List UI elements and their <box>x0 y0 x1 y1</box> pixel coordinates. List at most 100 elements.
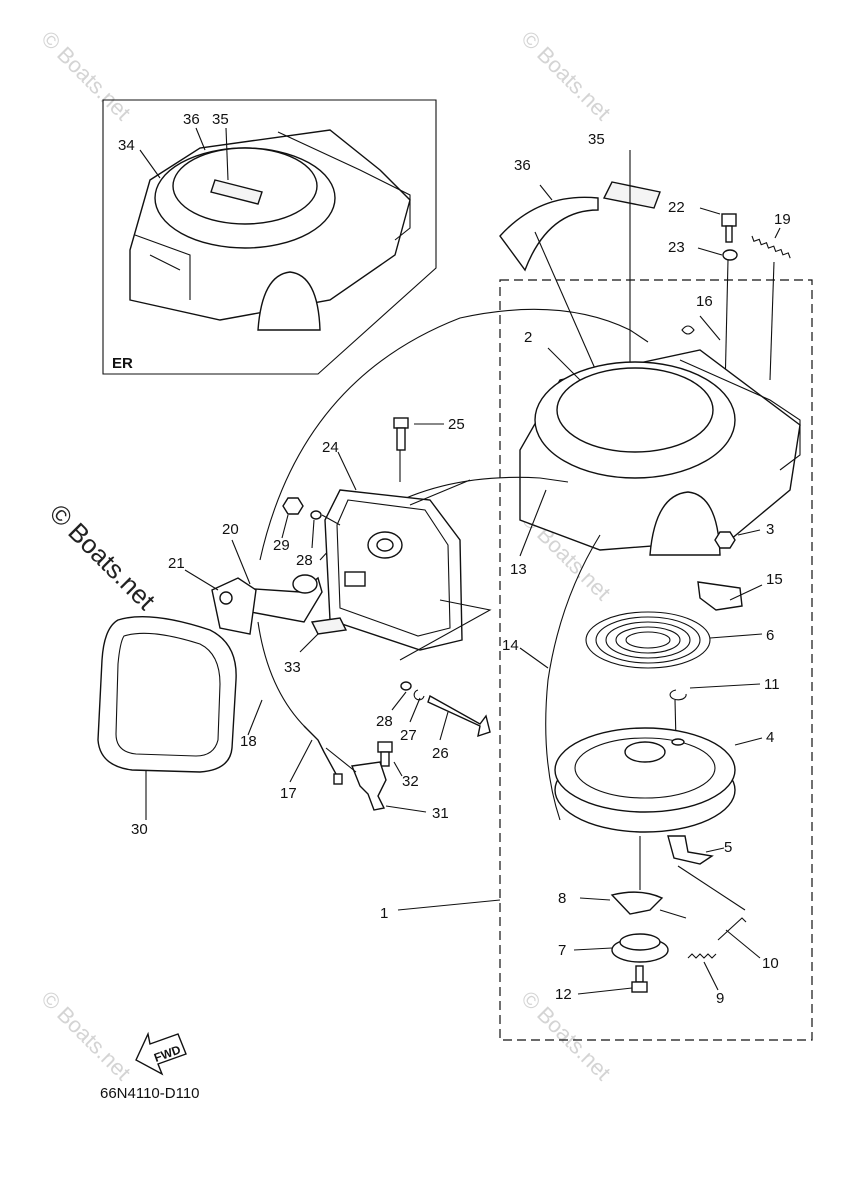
cable-outer-loop <box>259 308 649 561</box>
callout-16: 16 <box>696 293 713 310</box>
inset-er-group: 34 36 35 ER <box>102 99 437 375</box>
callout-9: 9 <box>716 990 724 1007</box>
leader-21 <box>184 569 219 591</box>
part-22-bolt <box>721 213 737 243</box>
callout-30: 30 <box>131 821 148 838</box>
leader-24 <box>337 451 357 491</box>
callout-29: 29 <box>273 537 290 554</box>
part-33-plate <box>310 617 348 635</box>
leader-8 <box>579 897 611 901</box>
part-4-rope-pulley <box>554 727 736 833</box>
callout-15: 15 <box>766 571 783 588</box>
leader-5-down <box>677 865 746 911</box>
part-2-bracket <box>679 359 801 471</box>
leader-23 <box>697 247 723 256</box>
leader-24-lines <box>399 479 492 661</box>
part-23-washer <box>722 249 738 261</box>
callout-33: 33 <box>284 659 301 676</box>
leader-28-top <box>311 519 315 549</box>
leader-7 <box>573 947 613 951</box>
assembly-boundary <box>499 279 813 1041</box>
leader-36-down <box>534 231 601 381</box>
leader-16 <box>699 315 721 341</box>
callout-36: 36 <box>514 157 531 174</box>
callout-21: 21 <box>168 555 185 572</box>
watermark-top-left: © Boats.net <box>36 26 135 125</box>
watermark-dark: © Boats.net <box>44 498 162 616</box>
callout-11: 11 <box>764 676 780 693</box>
leader-29 <box>281 514 289 539</box>
callout-26: 26 <box>432 745 449 762</box>
callout-18: 18 <box>240 733 257 750</box>
leader-32 <box>393 761 403 777</box>
part-25-bolt <box>393 417 409 451</box>
watermark-top-right: © Boats.net <box>516 26 615 125</box>
part-27-clip <box>413 689 425 701</box>
callout-23: 23 <box>668 239 685 256</box>
callout-28-bottom: 28 <box>376 713 393 730</box>
callout-32: 32 <box>402 773 419 790</box>
part-15-stopper <box>697 581 743 611</box>
callout-3: 3 <box>766 521 774 538</box>
callout-35: 35 <box>588 131 605 148</box>
leader-36 <box>539 184 553 201</box>
part-36-seal-strip <box>499 196 599 272</box>
part-31-bracket <box>351 761 387 811</box>
callout-5: 5 <box>724 839 732 856</box>
inset-label-plate <box>210 179 263 205</box>
inset-nose-cone <box>257 271 321 331</box>
part-19-spring <box>751 235 791 259</box>
callout-6: 6 <box>766 627 774 644</box>
leader-28-top-right <box>321 514 341 526</box>
leader-1 <box>397 899 501 911</box>
leader-19 <box>774 227 781 239</box>
leader-17 <box>289 739 313 783</box>
leader-22 <box>699 207 721 215</box>
fwd-arrow-icon: FWD <box>135 1031 187 1076</box>
diagram-code: 66N4110-D110 <box>100 1085 200 1102</box>
callout-35-inset: 35 <box>212 111 229 128</box>
part-5-pawl <box>667 835 714 865</box>
callout-10: 10 <box>762 955 779 972</box>
leader-18 <box>247 699 263 736</box>
callout-27: 27 <box>400 727 417 744</box>
part-3-nut <box>714 531 736 549</box>
callout-1: 1 <box>380 905 388 922</box>
part-2-cover-top <box>556 367 714 453</box>
callout-25: 25 <box>448 416 465 433</box>
leader-33 <box>299 633 319 653</box>
leader-12 <box>577 987 633 995</box>
callout-19: 19 <box>774 211 791 228</box>
inset-frame-lines <box>134 234 191 300</box>
callout-22: 22 <box>668 199 685 216</box>
callout-24: 24 <box>322 439 339 456</box>
leader-13 <box>519 489 547 557</box>
callout-labels: 1 2 3 4 5 6 7 8 9 10 11 12 13 14 15 16 1… <box>131 131 791 1007</box>
inset-frame <box>102 99 437 375</box>
inset-label: ER <box>112 355 133 372</box>
part-35-label <box>602 181 661 209</box>
leader-6 <box>709 633 763 639</box>
part-10-return-rod <box>717 917 747 941</box>
callout-28-top: 28 <box>296 552 313 569</box>
leader-8-right <box>659 909 687 919</box>
leader-26 <box>439 711 449 741</box>
leader-19-down <box>769 261 775 381</box>
part-16-clip <box>681 325 695 335</box>
part-30-filter-element <box>97 616 237 773</box>
leader-10 <box>725 929 761 959</box>
leader-2 <box>547 347 581 381</box>
part-6-spiral-spring <box>585 611 711 669</box>
leader-9 <box>703 961 719 991</box>
inset-cover-top <box>172 147 318 225</box>
callout-34: 34 <box>118 137 135 154</box>
callout-8: 8 <box>558 890 566 907</box>
part-24-silencer-case <box>324 489 463 651</box>
callout-36-inset: 36 <box>183 111 200 128</box>
part-26-long-bolt <box>427 694 491 738</box>
part-12-bolt <box>631 965 648 993</box>
part-9-spring <box>687 953 717 959</box>
part-32-bolt <box>377 741 393 767</box>
leader-27 <box>409 697 421 723</box>
